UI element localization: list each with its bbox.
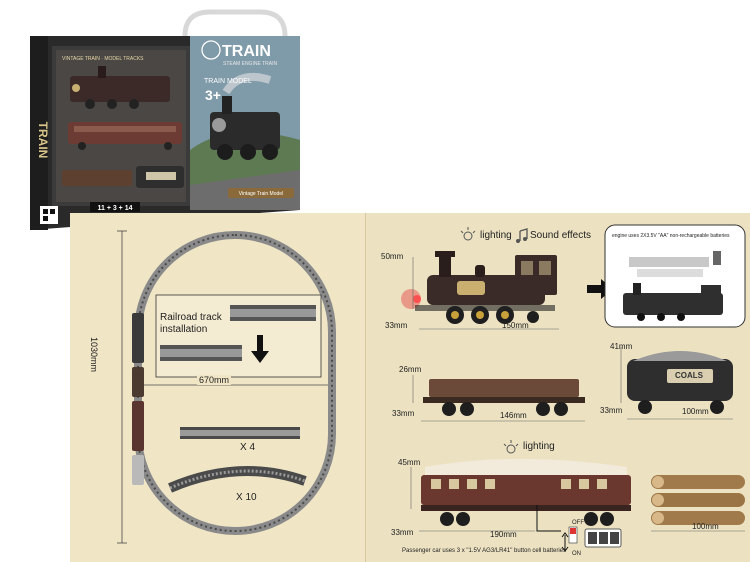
flatcar-length-dim: 146mm xyxy=(500,411,527,420)
passenger-car xyxy=(421,459,631,526)
box-tag-vintage: Vintage Train Model xyxy=(239,191,283,197)
box-brand: TRAIN xyxy=(222,43,271,60)
curve-track-count: X 10 xyxy=(236,492,257,503)
lighting-icon-2 xyxy=(503,440,519,454)
battery-compartment xyxy=(629,251,721,277)
straight-track-sample xyxy=(180,427,300,439)
track-layout-diagram xyxy=(117,230,336,544)
button-cell-batteries xyxy=(584,528,622,548)
battery-locomotive xyxy=(623,283,723,321)
locomotive xyxy=(401,251,557,324)
passenger-depth-dim: 33mm xyxy=(391,528,414,537)
passenger-length-dim: 190mm xyxy=(490,530,517,539)
install-arrow-icon xyxy=(251,335,269,363)
box-age-label: TRAIN MODEL xyxy=(204,78,252,85)
product-box: TRAIN TRAIN STEAM ENGINE TRAIN TRAIN MOD… xyxy=(30,9,300,230)
install-track-piece-upper xyxy=(230,305,316,321)
box-side-text: TRAIN xyxy=(36,122,50,159)
straight-track-count: X 4 xyxy=(240,442,256,453)
box-locomotive-illustration xyxy=(210,73,280,160)
box-age: 3+ xyxy=(205,87,221,103)
track-layout-panel xyxy=(70,213,365,562)
install-track-piece-lower xyxy=(160,345,242,361)
engine-battery-note: engine uses 2X3.5V "AA" non-rechargeable… xyxy=(612,233,730,239)
flat-car xyxy=(423,379,585,416)
switch-off-label: OFF xyxy=(572,520,584,526)
box-banner: VINTAGE TRAIN · MODEL TRACKS xyxy=(62,56,144,62)
engine-depth-dim: 33mm xyxy=(385,321,408,330)
passenger-battery-note: Passenger car uses 3 x "1.5V AG3/LR41" b… xyxy=(402,548,567,554)
engine-height-dim: 50mm xyxy=(381,252,404,261)
track-width-dim: 670mm xyxy=(197,375,232,385)
feature-lighting: lighting xyxy=(480,230,512,241)
car-dimensions-diagram xyxy=(401,224,746,552)
oval-track xyxy=(134,231,336,535)
coalcar-depth-dim: 33mm xyxy=(600,406,623,415)
logs-length-dim: 100mm xyxy=(692,522,719,531)
coalcar-label: COALS xyxy=(675,371,703,380)
logs xyxy=(651,475,745,525)
box-parts-formula: 11 + 3 + 14 xyxy=(97,205,132,212)
coal-car xyxy=(627,351,733,414)
box-tray-freight-cars xyxy=(62,166,184,188)
sound-icon xyxy=(516,228,528,243)
track-height-dim: 1030mm xyxy=(89,337,99,373)
power-switch-icon xyxy=(561,526,578,552)
flatcar-depth-dim: 33mm xyxy=(392,409,415,418)
coalcar-length-dim: 100mm xyxy=(682,407,709,416)
box-brand-sub: STEAM ENGINE TRAIN xyxy=(223,61,277,67)
box-tray-locomotive xyxy=(70,66,170,109)
feature-lighting-2: lighting xyxy=(523,441,555,452)
coalcar-height-dim: 41mm xyxy=(610,342,633,351)
switch-on-label: ON xyxy=(572,551,581,557)
install-title: Railroad track installation xyxy=(160,312,222,335)
passenger-height-dim: 45mm xyxy=(398,458,421,467)
train-on-track xyxy=(132,313,144,485)
feature-sound: Sound effects xyxy=(530,230,591,241)
box-tray-passenger-car xyxy=(68,122,182,150)
lighting-icon xyxy=(460,227,476,241)
flatcar-height-dim: 26mm xyxy=(399,365,422,374)
engine-length-dim: 150mm xyxy=(502,321,529,330)
